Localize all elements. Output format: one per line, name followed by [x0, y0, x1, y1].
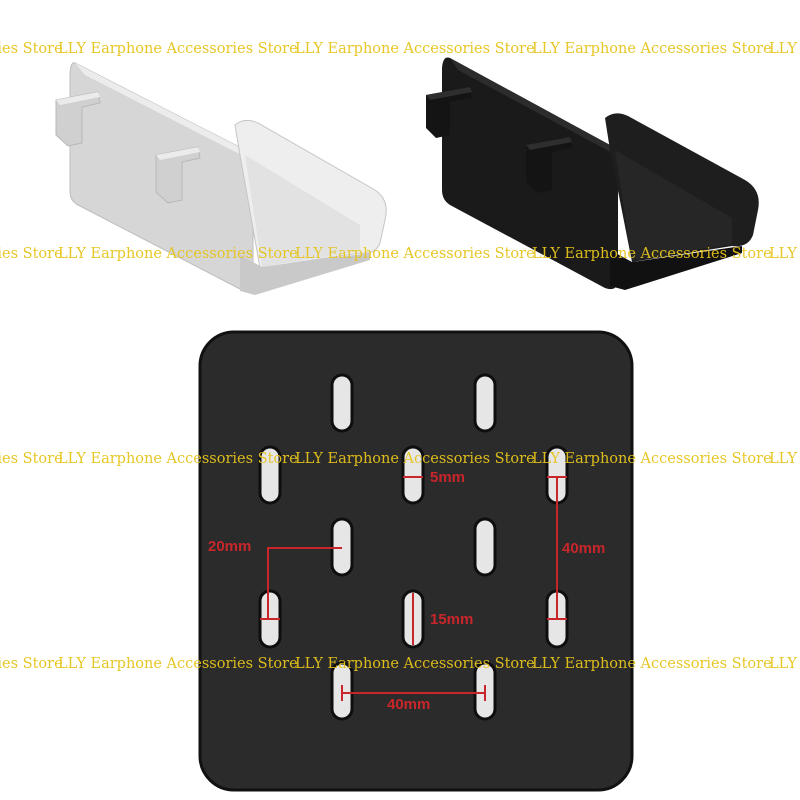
- slot: [473, 517, 497, 577]
- mounting-plate-diagram: [198, 330, 634, 792]
- slot: [473, 373, 497, 433]
- white-bracket-render: [55, 62, 387, 295]
- black-bracket-render: [426, 57, 759, 290]
- slot: [258, 445, 282, 505]
- dimension-horizontal-offset: 20mm: [208, 538, 252, 555]
- dimension-slot-width: 5mm: [430, 469, 466, 486]
- dimension-horizontal-spacing: 40mm: [387, 696, 431, 713]
- dimension-vertical-spacing: 40mm: [562, 540, 606, 557]
- slot: [401, 445, 425, 505]
- slot: [330, 373, 354, 433]
- dimension-slot-length: 15mm: [430, 611, 474, 628]
